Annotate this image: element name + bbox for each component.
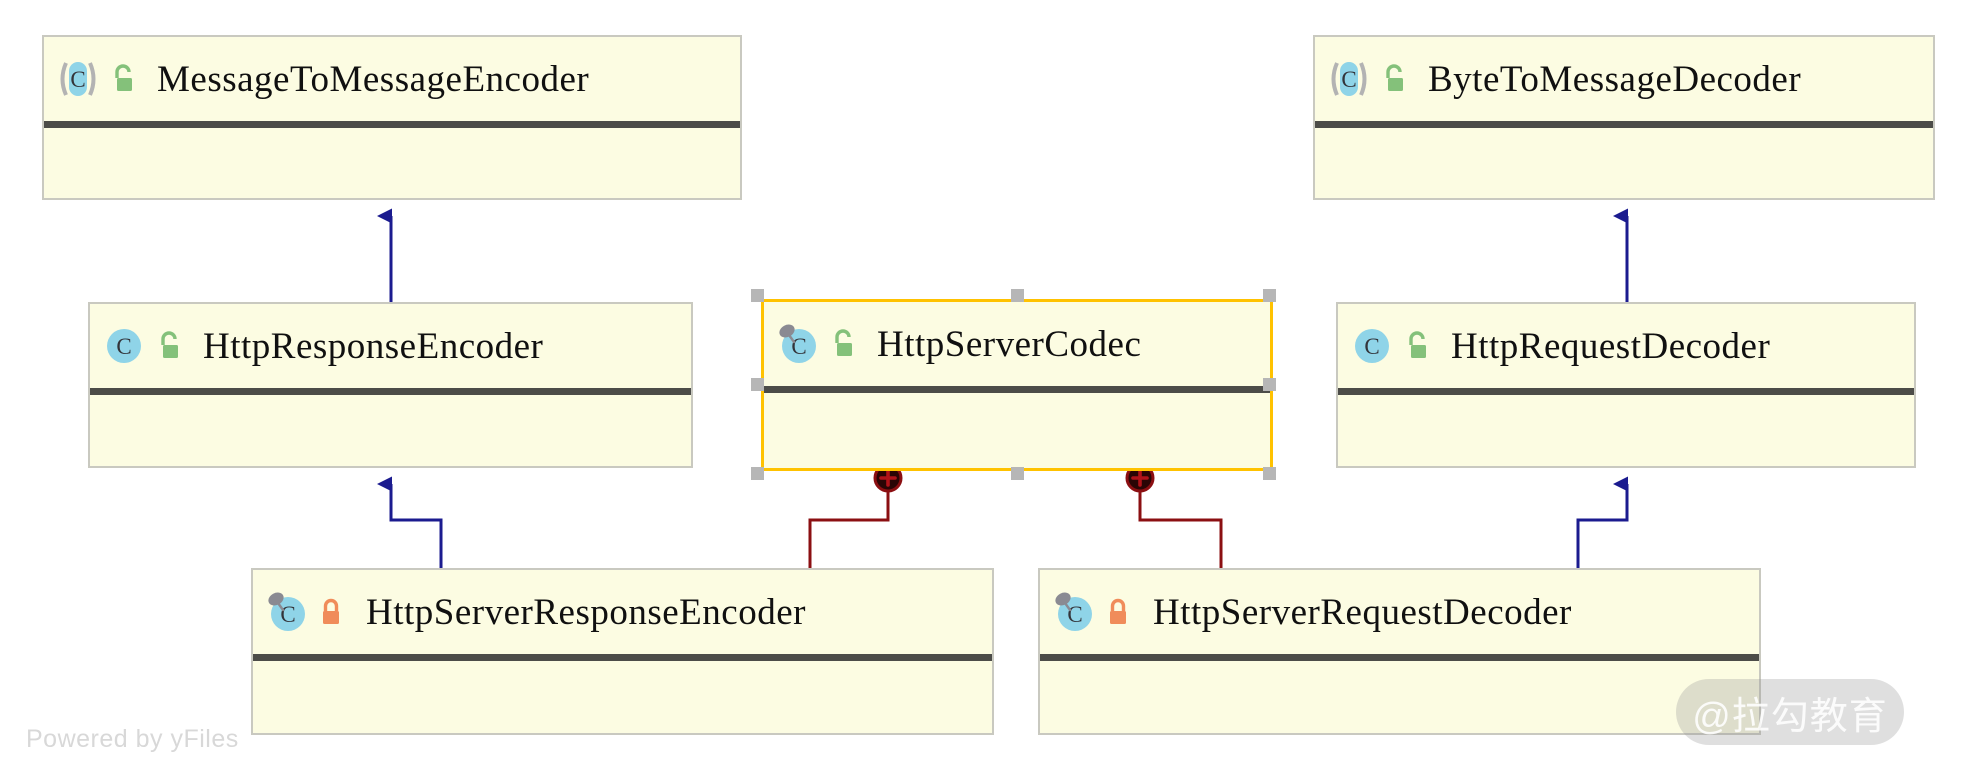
uml-class-title: HttpServerCodec [877, 323, 1142, 365]
edge-nested-server-request-decoder[interactable] [1125, 463, 1223, 568]
unlocked-green-icon [155, 331, 181, 361]
uml-class-title: MessageToMessageEncoder [157, 58, 590, 100]
class-icon: C [102, 324, 146, 368]
uml-class-http-server-request-decoder[interactable]: C HttpServerRequestDecoder [1038, 568, 1761, 735]
svg-text:C: C [1364, 334, 1379, 359]
selection-handle-middle-left[interactable] [751, 378, 764, 391]
uml-section-divider [1338, 388, 1914, 395]
uml-attributes-section [764, 393, 1270, 468]
unlocked-green-icon [1380, 64, 1406, 94]
edge-nested-server-response-encoder[interactable] [808, 463, 903, 568]
yfiles-watermark: Powered by yFiles [26, 725, 239, 753]
class-pinned-icon: C [265, 590, 309, 634]
selection-handle-bottom-right[interactable] [1263, 467, 1276, 480]
uml-class-header: C MessageToMessageEncoder [44, 37, 740, 121]
uml-class-title: HttpServerResponseEncoder [366, 591, 806, 633]
uml-class-title: HttpServerRequestDecoder [1153, 591, 1572, 633]
unlocked-green-icon [109, 64, 135, 94]
uml-class-message-to-message-encoder[interactable]: C MessageToMessageEncoder [42, 35, 742, 200]
locked-orange-icon [1105, 597, 1131, 627]
abstract-class-icon: C [1327, 57, 1371, 101]
unlocked-green-icon [829, 329, 855, 359]
uml-class-http-response-encoder[interactable]: C HttpResponseEncoder [88, 302, 693, 468]
locked-orange-icon [318, 597, 344, 627]
class-pinned-icon: C [1052, 590, 1096, 634]
uml-class-title: ByteToMessageDecoder [1428, 58, 1802, 100]
uml-class-header: C HttpResponseEncoder [90, 304, 691, 388]
svg-text:C: C [70, 67, 85, 92]
selection-handle-top-right[interactable] [1263, 289, 1276, 302]
selection-handle-bottom-left[interactable] [751, 467, 764, 480]
uml-class-header: C HttpServerCodec [764, 302, 1270, 386]
uml-class-header: C HttpServerResponseEncoder [253, 570, 992, 654]
uml-section-divider [764, 386, 1270, 393]
class-icon: C [1350, 324, 1394, 368]
selection-handle-top-center[interactable] [1011, 289, 1024, 302]
uml-class-header: C HttpServerRequestDecoder [1040, 570, 1759, 654]
uml-class-header: C ByteToMessageDecoder [1315, 37, 1933, 121]
svg-text:C: C [791, 334, 806, 359]
uml-section-divider [253, 654, 992, 661]
uml-class-title: HttpResponseEncoder [203, 325, 544, 367]
svg-text:C: C [1067, 602, 1082, 627]
uml-attributes-section [1315, 128, 1933, 198]
selection-handle-bottom-center[interactable] [1011, 467, 1024, 480]
uml-class-http-server-codec[interactable]: C HttpServerCodec [761, 299, 1273, 471]
uml-section-divider [1040, 654, 1759, 661]
edge-inheritance-server-response-encoder[interactable] [377, 476, 443, 568]
selection-handle-middle-right[interactable] [1263, 378, 1276, 391]
uml-attributes-section [90, 395, 691, 466]
abstract-class-icon: C [56, 57, 100, 101]
uml-attributes-section [1040, 661, 1759, 733]
uml-attributes-section [253, 661, 992, 733]
edge-inheritance-server-request-decoder[interactable] [1576, 476, 1629, 568]
uml-section-divider [90, 388, 691, 395]
svg-text:C: C [1341, 67, 1356, 92]
unlocked-green-icon [1403, 331, 1429, 361]
uml-attributes-section [44, 128, 740, 198]
uml-class-http-server-response-encoder[interactable]: C HttpServerResponseEncoder [251, 568, 994, 735]
class-pinned-icon: C [776, 322, 820, 366]
brand-watermark: @拉勾教育 [1676, 679, 1904, 745]
svg-text:C: C [280, 602, 295, 627]
uml-section-divider [1315, 121, 1933, 128]
uml-class-http-request-decoder[interactable]: C HttpRequestDecoder [1336, 302, 1916, 468]
uml-class-byte-to-message-decoder[interactable]: C ByteToMessageDecoder [1313, 35, 1935, 200]
uml-section-divider [44, 121, 740, 128]
selection-handle-top-left[interactable] [751, 289, 764, 302]
uml-class-title: HttpRequestDecoder [1451, 325, 1771, 367]
svg-text:C: C [116, 334, 131, 359]
uml-class-header: C HttpRequestDecoder [1338, 304, 1914, 388]
uml-attributes-section [1338, 395, 1914, 466]
